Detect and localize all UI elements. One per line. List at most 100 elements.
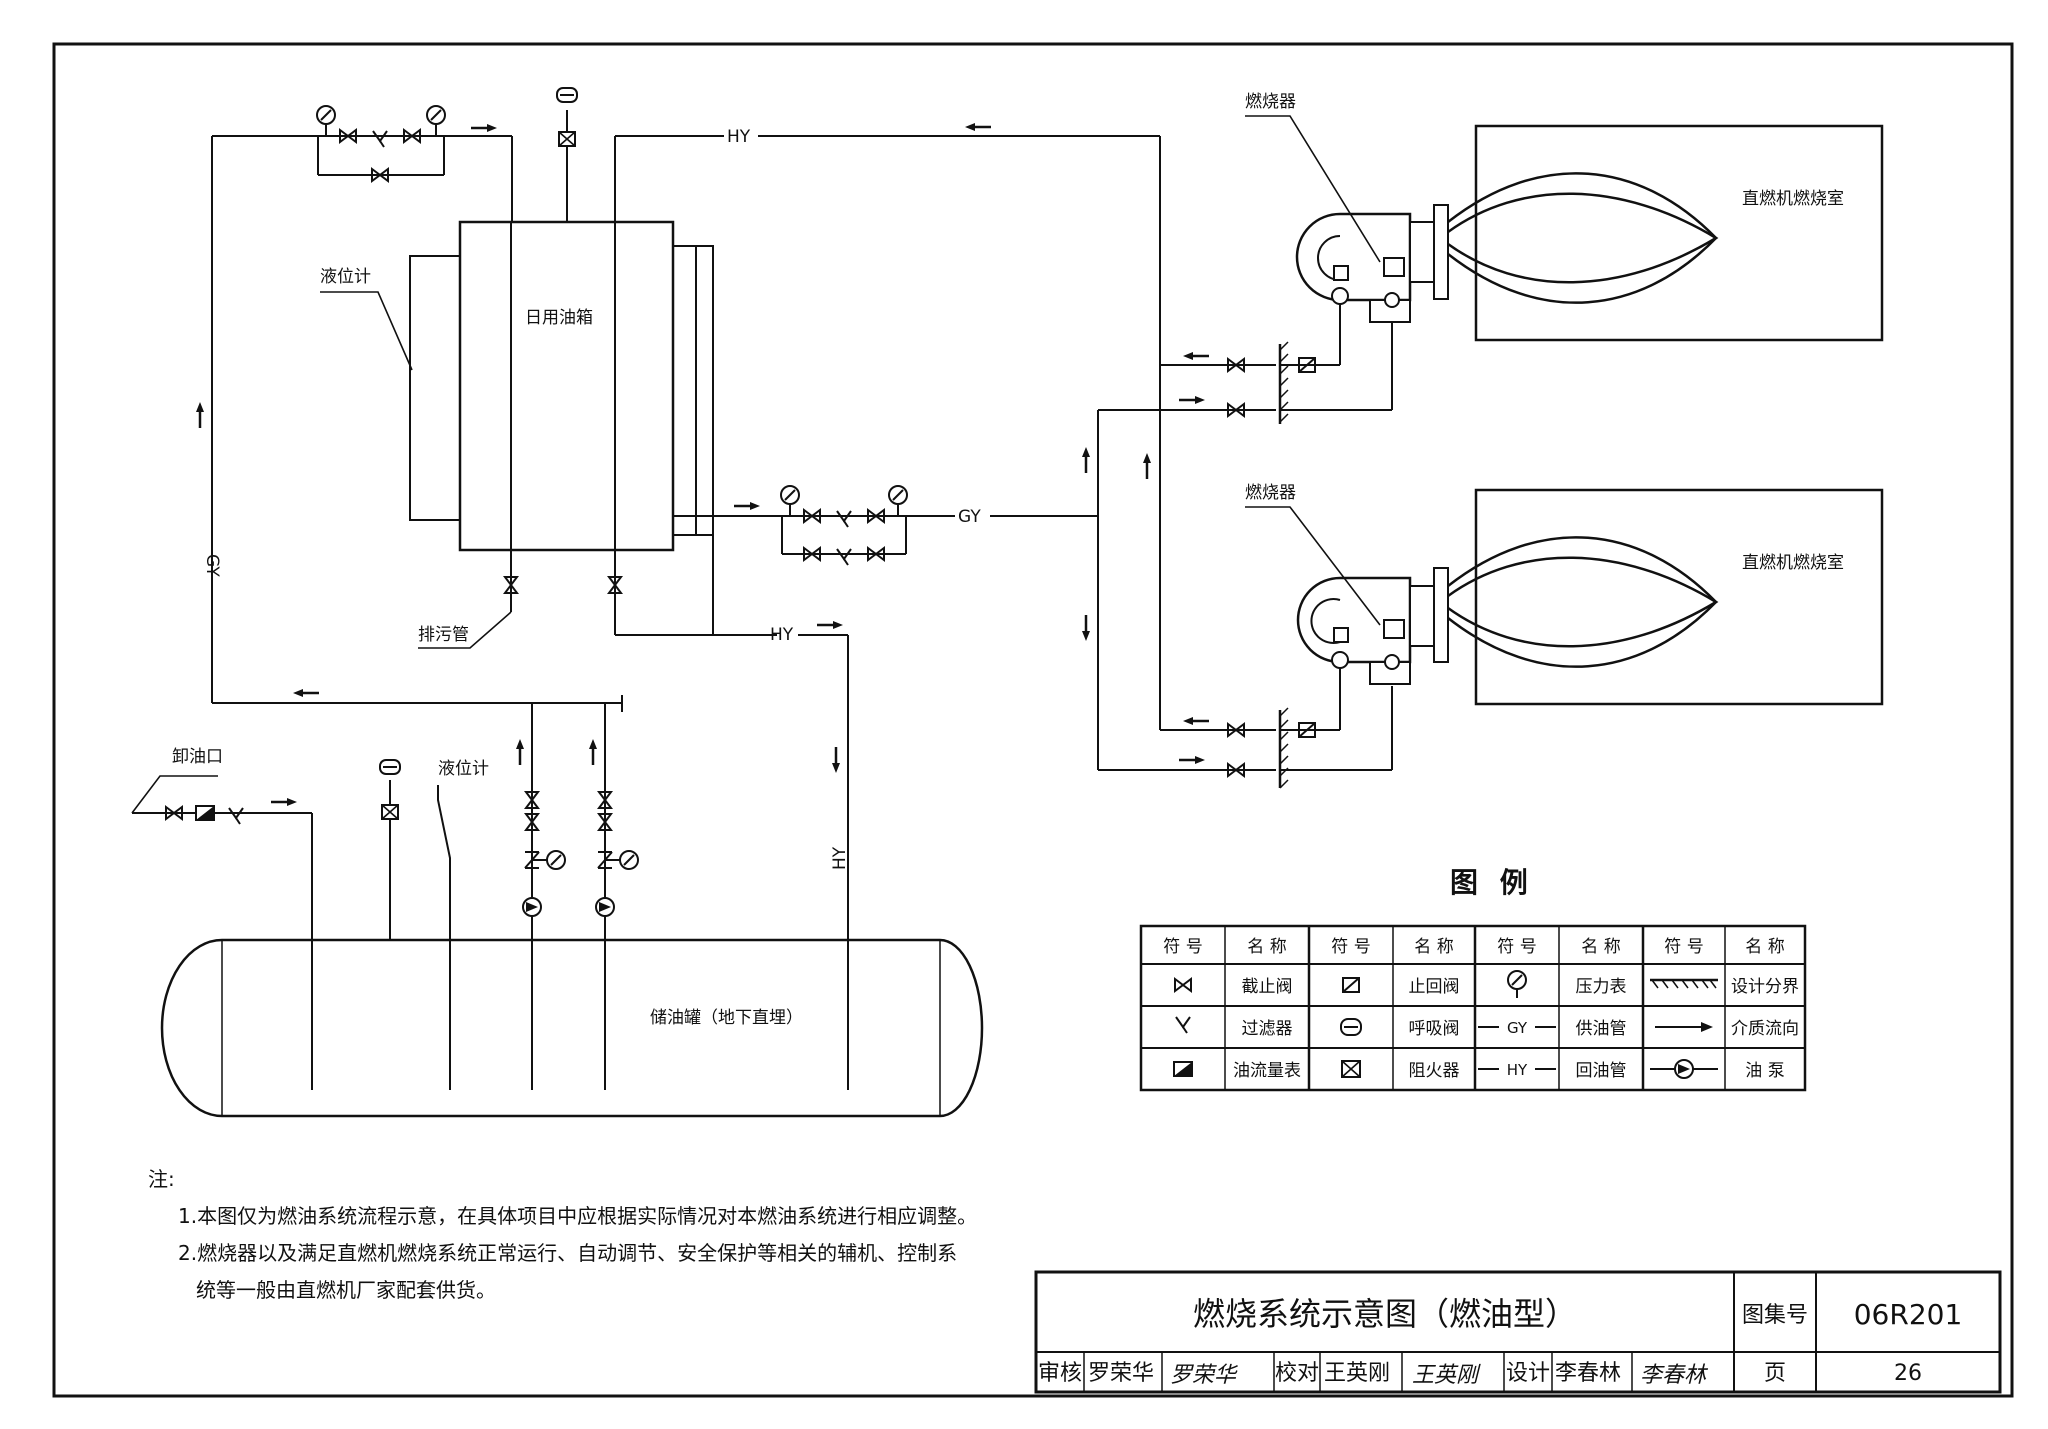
legend-name: 介质流向: [1731, 1019, 1799, 1039]
filter: [836, 548, 852, 566]
reviewer-name: 罗荣华: [1088, 1361, 1154, 1386]
filter: [372, 130, 388, 148]
flow-arrow: [514, 737, 526, 767]
review-label: 审核: [1038, 1361, 1082, 1386]
legend-col-name: 名 称: [1414, 937, 1453, 957]
flow-arrow: [1080, 445, 1092, 475]
flow-arrow: [830, 745, 842, 775]
pump-line-2: [587, 703, 639, 1090]
tank-right-frame: [673, 245, 714, 536]
legend-filter-symbol: [1175, 1016, 1191, 1034]
legend-col-symbol: 符 号: [1163, 937, 1202, 957]
filter: [228, 807, 244, 825]
unload-port-label: 卸油口: [172, 747, 223, 767]
burner-2: [1296, 567, 1449, 685]
day-tank-flame-arrester: [558, 131, 576, 147]
storage-tank: [160, 938, 984, 1118]
legend-check-valve-symbol: [1342, 977, 1360, 993]
legend-gate-valve-symbol: [1174, 978, 1192, 992]
atlas-label: 图集号: [1742, 1303, 1808, 1328]
legend-name: 截止阀: [1242, 977, 1293, 997]
burner-1-label: 燃烧器: [1245, 92, 1296, 112]
flow-arrow: [732, 500, 762, 512]
burner-2-label: 燃烧器: [1245, 483, 1296, 503]
legend-col-name: 名 称: [1745, 937, 1784, 957]
hy-vertical-label: HY: [830, 846, 850, 870]
flow-arrow: [1080, 613, 1092, 643]
day-tank-label: 日用油箱: [525, 308, 593, 328]
burner-1-branch: [1210, 304, 1393, 424]
flow-arrow: [815, 619, 845, 631]
hy-top-label: HY: [727, 127, 751, 147]
legend-col-symbol: 符 号: [1331, 937, 1370, 957]
drawing-frame: [52, 42, 2014, 1398]
design-label: 设计: [1506, 1361, 1550, 1386]
legend-name: 回油管: [1576, 1061, 1627, 1081]
legend-name: 供油管: [1576, 1019, 1627, 1039]
legend-name: 压力表: [1576, 977, 1627, 997]
legend-name: 止回阀: [1409, 977, 1460, 997]
check-valve: [1298, 357, 1316, 373]
pump-line-1: [514, 703, 566, 1090]
level-gauge-storage-label: 液位计: [438, 759, 489, 779]
storage-breather-valve: [379, 759, 401, 775]
oil-pump: [595, 897, 615, 917]
day-tank: 日用油箱: [458, 220, 675, 552]
drain-pipe-label: 排污管: [418, 625, 469, 645]
flow-arrow: [1181, 350, 1211, 362]
note-line: 1.本图仅为燃油系统流程示意，在具体项目中应根据实际情况对本燃油系统进行相应调整…: [178, 1204, 977, 1228]
chamber-1-label: 直燃机燃烧室: [1742, 189, 1844, 209]
legend-name: 过滤器: [1242, 1019, 1293, 1039]
legend-col-name: 名 称: [1581, 937, 1620, 957]
flow-arrow: [194, 400, 206, 430]
flow-arrow: [1177, 394, 1207, 406]
legend-name: 油 泵: [1745, 1061, 1784, 1081]
legend-supply-line-symbol: GY: [1478, 1019, 1556, 1037]
tank-level-gauge: [409, 255, 461, 521]
drawing-title: 燃烧系统示意图（燃油型）: [1193, 1295, 1577, 1333]
legend-design-boundary-symbol: [1650, 978, 1718, 989]
flow-arrow: [1141, 451, 1153, 481]
checker-name: 王英刚: [1324, 1361, 1390, 1386]
flow-arrow: [963, 121, 993, 133]
notes: 注: 1.本图仅为燃油系统流程示意，在具体项目中应根据实际情况对本燃油系统进行相…: [148, 1167, 977, 1302]
legend-flame-arrester-symbol: [1341, 1060, 1361, 1078]
page-number: 26: [1894, 1361, 1922, 1386]
legend-table: 符 号 名 称 符 号 名 称 符 号 名 称 符 号 名 称 GY HY 截止…: [1139, 924, 1807, 1092]
legend-name: 油流量表: [1233, 1061, 1301, 1081]
checker-signature: 王英刚: [1412, 1363, 1481, 1388]
note-line: 2.燃烧器以及满足直燃机燃烧系统正常运行、自动调节、安全保护等相关的辅机、控制系: [178, 1241, 957, 1265]
legend-col-symbol: 符 号: [1664, 937, 1703, 957]
legend-hy-code: HY: [1507, 1061, 1528, 1079]
oil-flow-meter: [195, 805, 215, 821]
hy-mid-label: HY: [770, 625, 794, 645]
page-label: 页: [1764, 1361, 1786, 1386]
legend-return-line-symbol: HY: [1478, 1061, 1556, 1079]
reviewer-signature: 罗荣华: [1170, 1363, 1239, 1388]
legend-title: 图 例: [1450, 866, 1534, 899]
note-line: 统等一般由直燃机厂家配套供货。: [196, 1278, 496, 1302]
flow-arrow: [269, 796, 299, 808]
legend-col-name: 名 称: [1247, 937, 1286, 957]
gy-vertical-label: GY: [202, 554, 222, 577]
legend-pressure-gauge-symbol: [1507, 970, 1527, 998]
title-block: 燃烧系统示意图（燃油型） 图集号 06R201 审核 罗荣华 罗荣华 校对 王英…: [1034, 1270, 2002, 1394]
day-tank-breather-valve: [556, 87, 578, 103]
chamber-2: [1447, 488, 1884, 706]
oil-pump: [522, 897, 542, 917]
designer-name: 李春林: [1555, 1361, 1621, 1386]
storage-tank-label: 储油罐（地下直埋）: [650, 1008, 803, 1028]
flow-arrow: [587, 737, 599, 767]
legend-name: 设计分界: [1731, 977, 1799, 997]
legend-col-symbol: 符 号: [1497, 937, 1536, 957]
level-gauge-tank-label: 液位计: [320, 267, 371, 287]
filter: [836, 510, 852, 528]
legend-breather-valve-symbol: [1340, 1018, 1362, 1036]
burner-1: [1295, 204, 1449, 323]
flow-arrow: [1181, 715, 1211, 727]
flow-arrow: [291, 687, 321, 699]
legend-flow-direction-symbol: [1655, 1022, 1713, 1032]
chamber-1: [1447, 124, 1884, 342]
check-valve: [1298, 722, 1316, 738]
